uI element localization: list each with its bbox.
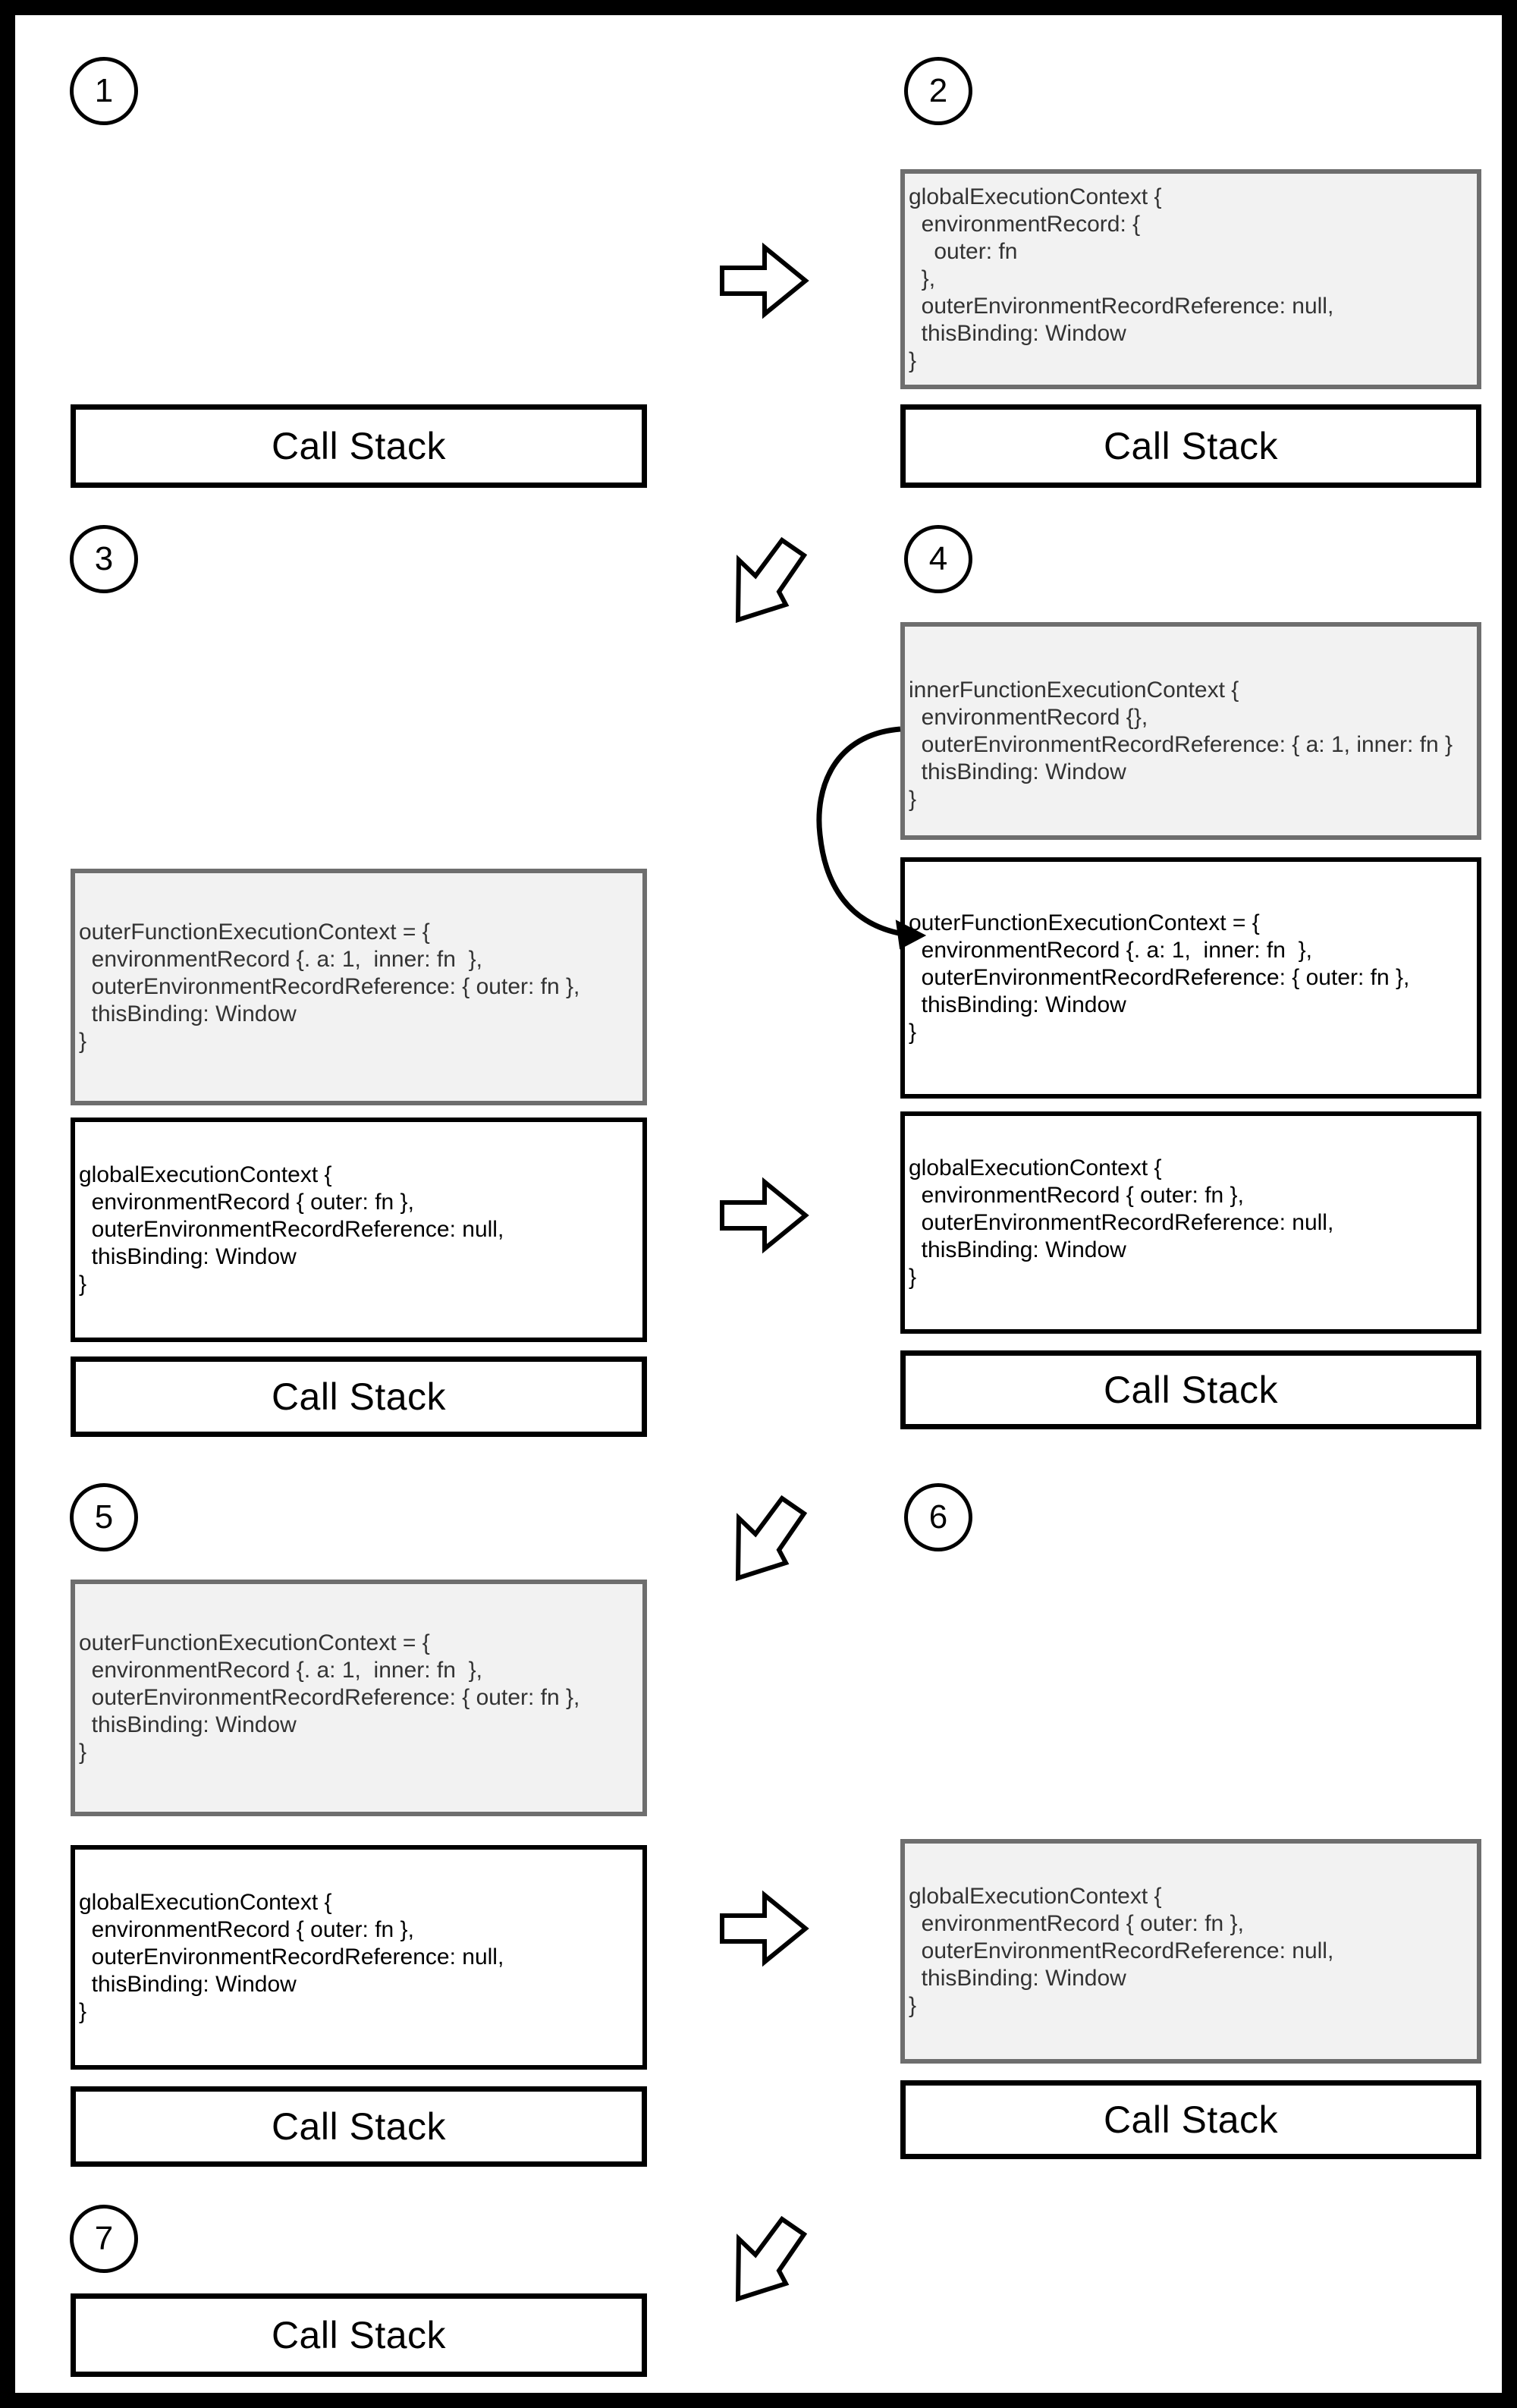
- call-stack-label: Call Stack: [1103, 2098, 1279, 2141]
- global-execution-context-box-step5: globalExecutionContext { environmentReco…: [71, 1845, 647, 2070]
- outer-function-context-box-step3: outerFunctionExecutionContext = { enviro…: [71, 869, 647, 1105]
- arrow-right-icon: [720, 1890, 809, 1967]
- step-badge-4: 4: [904, 525, 972, 593]
- step-number: 6: [928, 1498, 948, 1536]
- outer-function-context-box-step5: outerFunctionExecutionContext = { enviro…: [71, 1580, 647, 1816]
- step-badge-1: 1: [70, 57, 138, 125]
- step-number: 3: [94, 540, 114, 577]
- arrow-down-left-icon: [735, 1495, 808, 1582]
- step-number: 7: [94, 2220, 114, 2257]
- step-number: 5: [94, 1498, 114, 1536]
- arrow-down-left-icon: [735, 536, 808, 624]
- call-stack-label: Call Stack: [1103, 425, 1279, 467]
- call-stack-box-step1: Call Stack: [71, 404, 647, 488]
- call-stack-box-step2: Call Stack: [900, 404, 1481, 488]
- step-number: 1: [94, 72, 114, 109]
- step-badge-7: 7: [70, 2205, 138, 2273]
- call-stack-box-step6: Call Stack: [900, 2080, 1481, 2159]
- call-stack-label: Call Stack: [1103, 1369, 1279, 1411]
- arrow-right-icon: [720, 1177, 809, 1254]
- arrow-down-left-icon: [735, 2215, 808, 2303]
- call-stack-label: Call Stack: [271, 2314, 447, 2356]
- curved-reference-arrow: [816, 726, 903, 937]
- global-execution-context-box-step2: globalExecutionContext { environmentReco…: [900, 169, 1481, 389]
- call-stack-label: Call Stack: [271, 425, 447, 467]
- call-stack-label: Call Stack: [271, 1375, 447, 1418]
- global-execution-context-box-step3: globalExecutionContext { environmentReco…: [71, 1118, 647, 1342]
- call-stack-label: Call Stack: [271, 2105, 447, 2148]
- call-stack-box-step4: Call Stack: [900, 1350, 1481, 1429]
- outer-function-context-box-step4: outerFunctionExecutionContext = { enviro…: [900, 857, 1481, 1099]
- global-execution-context-box-step4: globalExecutionContext { environmentReco…: [900, 1111, 1481, 1334]
- global-execution-context-box-step6: globalExecutionContext { environmentReco…: [900, 1839, 1481, 2064]
- arrow-right-icon: [720, 242, 809, 319]
- step-badge-6: 6: [904, 1483, 972, 1551]
- step-badge-5: 5: [70, 1483, 138, 1551]
- inner-function-context-box-step4: innerFunctionExecutionContext { environm…: [900, 622, 1481, 840]
- call-stack-box-step7: Call Stack: [71, 2293, 647, 2377]
- curved-reference-arrowhead: [895, 920, 927, 950]
- call-stack-box-step3: Call Stack: [71, 1356, 647, 1437]
- step-number: 4: [928, 540, 948, 577]
- arrow-layer: [720, 242, 927, 2303]
- call-stack-box-step5: Call Stack: [71, 2086, 647, 2167]
- step-badge-3: 3: [70, 525, 138, 593]
- step-number: 2: [928, 72, 948, 109]
- step-badge-2: 2: [904, 57, 972, 125]
